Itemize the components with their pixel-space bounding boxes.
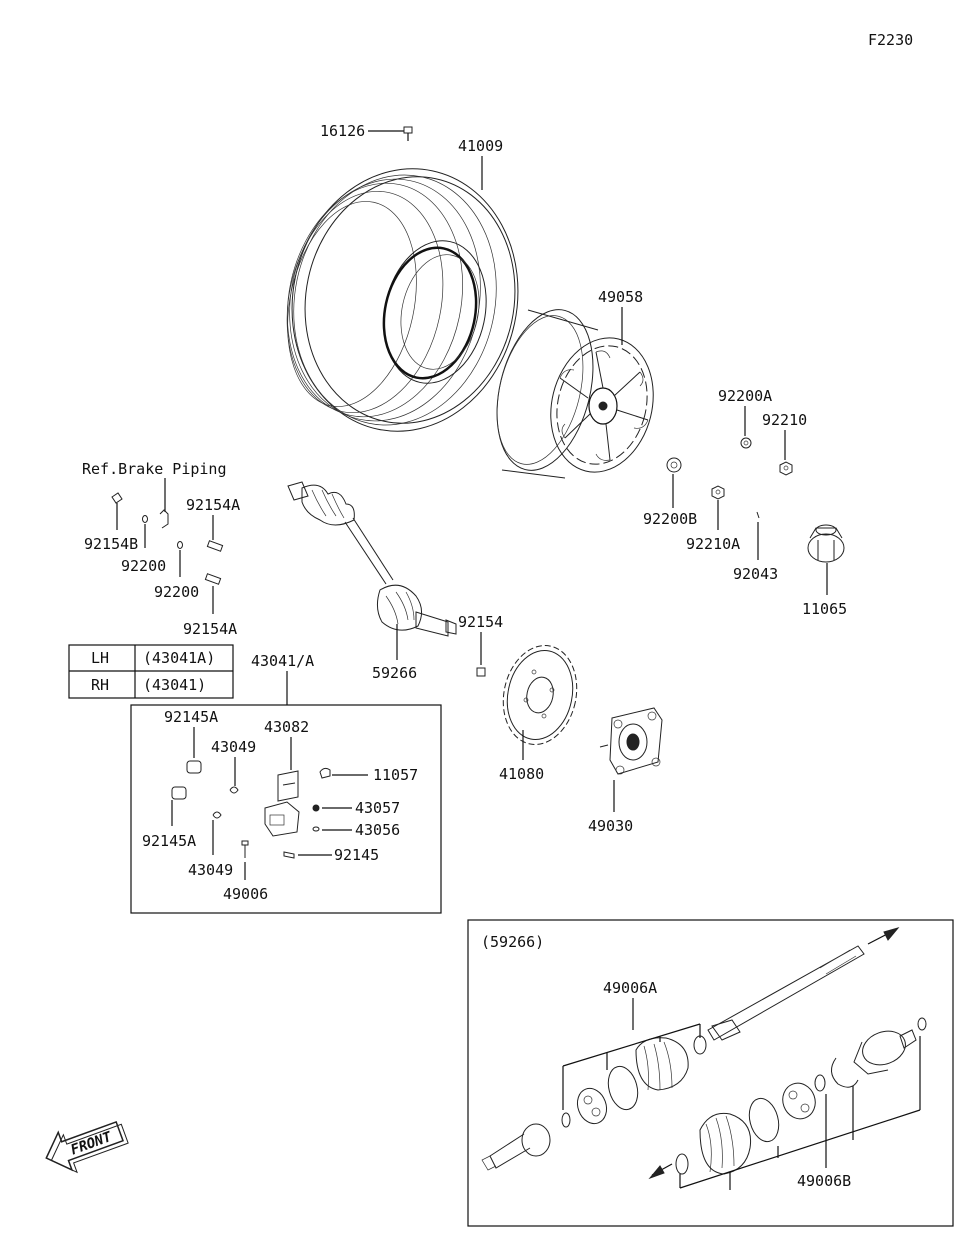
part-label-92154[interactable]: 92154 xyxy=(458,613,503,631)
front-direction-arrow: FRONT xyxy=(45,1120,129,1174)
part-label-92210A[interactable]: 92210A xyxy=(686,535,740,553)
clip-11057-icon xyxy=(319,767,331,779)
table-side-lh: LH xyxy=(91,649,109,667)
washer-b-icon xyxy=(666,457,682,473)
part-label-92145A-b[interactable]: 92145A xyxy=(142,832,196,850)
seal-b-icon xyxy=(212,811,222,819)
part-label-16126[interactable]: 16126 xyxy=(320,122,365,140)
wheel-rim-drawing xyxy=(496,309,654,479)
part-label-49006A[interactable]: 49006A xyxy=(603,979,657,997)
bolt-b-icon xyxy=(204,573,222,585)
part-label-92154A-b[interactable]: 92154A xyxy=(183,620,237,638)
valve-stem-icon xyxy=(368,126,413,141)
part-label-92154B[interactable]: 92154B xyxy=(84,535,138,553)
nut-icon xyxy=(779,461,793,476)
part-label-92200B[interactable]: 92200B xyxy=(643,510,697,528)
bolt-92154-icon xyxy=(476,667,486,677)
part-label-92043[interactable]: 92043 xyxy=(733,565,778,583)
ref-brake-piping-note: Ref.Brake Piping xyxy=(82,460,227,478)
front-label: FRONT xyxy=(69,1129,115,1159)
cap-43056-icon xyxy=(312,826,320,832)
part-label-11057[interactable]: 11057 xyxy=(373,766,418,784)
part-label-59266[interactable]: 59266 xyxy=(372,664,417,682)
bleeder-icon xyxy=(241,840,249,858)
leader-49006B xyxy=(679,1036,921,1190)
bolt-a-icon xyxy=(206,540,224,552)
part-label-43057[interactable]: 43057 xyxy=(355,799,400,817)
part-label-49006B[interactable]: 49006B xyxy=(797,1172,851,1190)
part-label-49030[interactable]: 49030 xyxy=(588,817,633,835)
part-label-49006[interactable]: 49006 xyxy=(223,885,268,903)
shaft-exploded-inset-box xyxy=(467,919,954,1227)
part-label-43082[interactable]: 43082 xyxy=(264,718,309,736)
part-label-92154A-a[interactable]: 92154A xyxy=(186,496,240,514)
page-code: F2230 xyxy=(868,31,913,49)
part-label-43049-b[interactable]: 43049 xyxy=(188,861,233,879)
bolt-92145-icon xyxy=(283,851,295,859)
washer-small-icon xyxy=(142,515,148,523)
part-label-92145[interactable]: 92145 xyxy=(334,846,379,864)
brake-clip-icon xyxy=(159,509,169,529)
part-label-92145A-a[interactable]: 92145A xyxy=(164,708,218,726)
tire-drawing xyxy=(286,168,519,432)
brake-disc-drawing xyxy=(502,645,578,745)
seal-a-icon xyxy=(229,786,239,794)
inset-label: (59266) xyxy=(481,933,544,951)
part-label-92210[interactable]: 92210 xyxy=(762,411,807,429)
table-side-rh: RH xyxy=(91,676,109,694)
lh-rh-table: LH (43041A) RH (43041) xyxy=(68,644,234,699)
leader-49006A xyxy=(562,998,701,1110)
part-label-92200-b[interactable]: 92200 xyxy=(154,583,199,601)
nut-a-icon xyxy=(711,485,725,500)
part-label-41080[interactable]: 41080 xyxy=(499,765,544,783)
bracket-icon xyxy=(277,770,299,802)
pin-icon xyxy=(756,511,760,519)
pad-pin-boot-b-icon xyxy=(171,786,187,800)
part-label-43041A[interactable]: 43041/A xyxy=(251,652,314,670)
clamp-icon xyxy=(111,492,123,504)
part-label-92200-a[interactable]: 92200 xyxy=(121,557,166,575)
part-label-41009[interactable]: 41009 xyxy=(458,137,503,155)
caliper-kit-box xyxy=(130,704,442,914)
washer-small-b-icon xyxy=(177,541,183,549)
castle-nut-icon xyxy=(807,524,845,563)
part-label-11065[interactable]: 11065 xyxy=(802,600,847,618)
hub-drawing xyxy=(599,707,663,775)
inset-shaft-exploded-drawing xyxy=(481,927,927,1180)
table-part-rh: (43041) xyxy=(143,676,206,694)
drive-shaft-drawing xyxy=(287,481,457,637)
part-label-43049-a[interactable]: 43049 xyxy=(211,738,256,756)
part-label-43056[interactable]: 43056 xyxy=(355,821,400,839)
table-part-lh: (43041A) xyxy=(143,649,215,667)
caliper-body-icon xyxy=(264,801,300,837)
pad-pin-boot-a-icon xyxy=(186,760,202,774)
washer-icon xyxy=(740,437,752,449)
part-label-49058[interactable]: 49058 xyxy=(598,288,643,306)
screw-43057-icon xyxy=(312,804,320,812)
part-label-92200A[interactable]: 92200A xyxy=(718,387,772,405)
